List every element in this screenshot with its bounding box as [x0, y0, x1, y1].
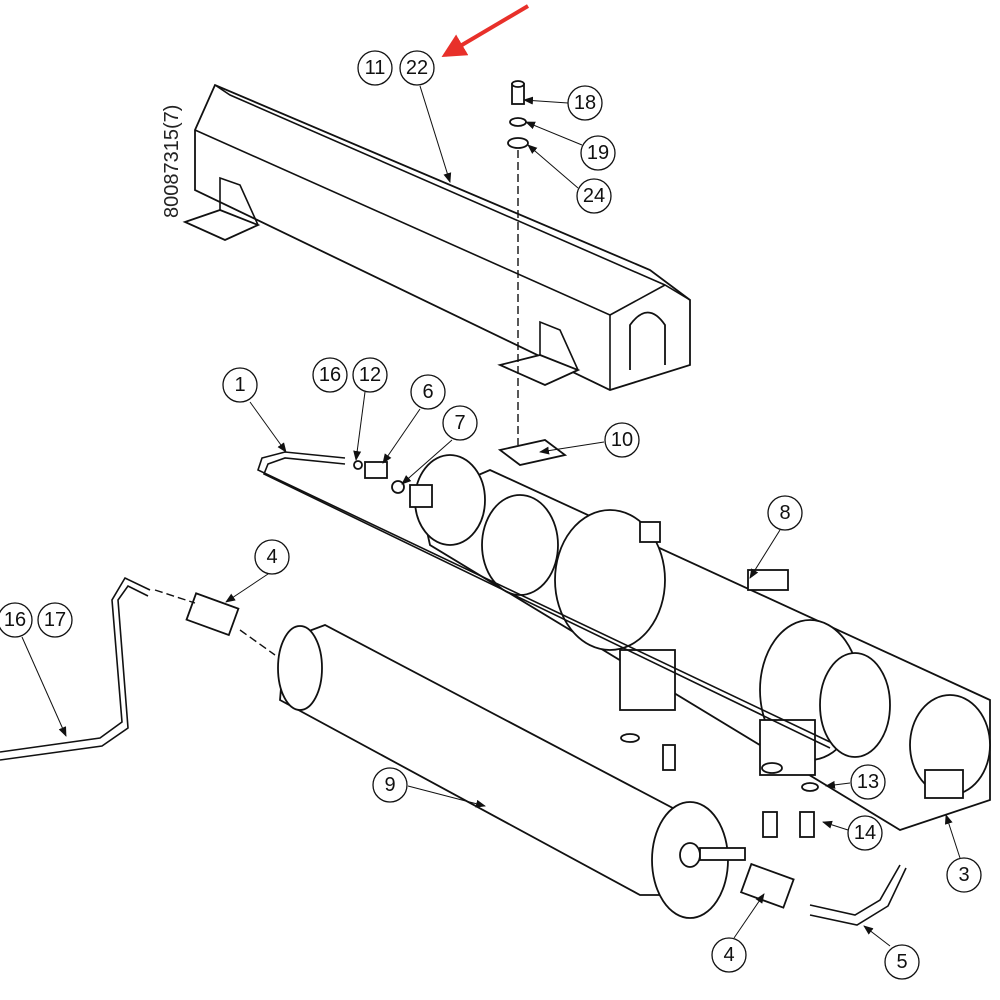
callout-16: 16 [312, 357, 348, 393]
svg-text:4: 4 [266, 546, 277, 568]
highlight-arrow [441, 4, 530, 58]
cover-part [182, 83, 691, 391]
svg-text:22: 22 [406, 57, 428, 79]
hose-part [0, 576, 151, 753]
callout-22: 22 [399, 50, 435, 86]
svg-text:9: 9 [384, 774, 395, 796]
callout-12: 12 [352, 357, 388, 393]
callout-7: 7 [442, 405, 478, 441]
leader-lines [21, 85, 961, 947]
svg-text:1: 1 [234, 374, 245, 396]
bolts [620, 733, 819, 838]
svg-text:4: 4 [723, 944, 734, 966]
svg-text:5: 5 [896, 951, 907, 973]
drawing-number: 80087315(7) [161, 105, 183, 218]
svg-text:8: 8 [779, 502, 790, 524]
callout-19: 19 [580, 135, 616, 171]
svg-text:18: 18 [574, 92, 596, 114]
accumulator-part [277, 624, 795, 919]
callout-18: 18 [567, 85, 603, 121]
svg-text:13: 13 [857, 771, 879, 793]
callout-4-lower: 4 [711, 937, 747, 973]
callout-10: 10 [604, 422, 640, 458]
callout-13: 13 [850, 764, 886, 800]
hose-5 [809, 864, 901, 916]
callout-24: 24 [576, 178, 612, 214]
callout-6: 6 [410, 374, 446, 410]
plate-part [497, 439, 568, 466]
callout-9: 9 [372, 767, 408, 803]
callout-3: 3 [946, 857, 982, 893]
callout-14: 14 [847, 815, 883, 851]
callout-16-hose: 16 [0, 602, 33, 638]
svg-text:17: 17 [44, 609, 66, 631]
svg-text:3: 3 [958, 864, 969, 886]
svg-text:12: 12 [359, 364, 381, 386]
pipe-1 [257, 451, 831, 743]
callout-11: 11 [357, 50, 393, 86]
callout-8: 8 [767, 495, 803, 531]
adaptor-4-upper [185, 592, 240, 637]
svg-text:6: 6 [422, 381, 433, 403]
hydraulic-cylinder [409, 454, 991, 831]
callout-4-upper: 4 [254, 539, 290, 575]
fittings [353, 460, 405, 494]
svg-text:16: 16 [4, 609, 26, 631]
svg-text:11: 11 [365, 57, 386, 79]
callout-1: 1 [222, 367, 258, 403]
svg-text:7: 7 [454, 412, 465, 434]
svg-text:10: 10 [611, 429, 633, 451]
svg-text:16: 16 [319, 364, 341, 386]
callout-17: 17 [37, 602, 73, 638]
svg-text:19: 19 [587, 142, 609, 164]
callout-5: 5 [884, 944, 920, 980]
svg-text:24: 24 [583, 185, 605, 207]
svg-text:14: 14 [854, 822, 876, 844]
